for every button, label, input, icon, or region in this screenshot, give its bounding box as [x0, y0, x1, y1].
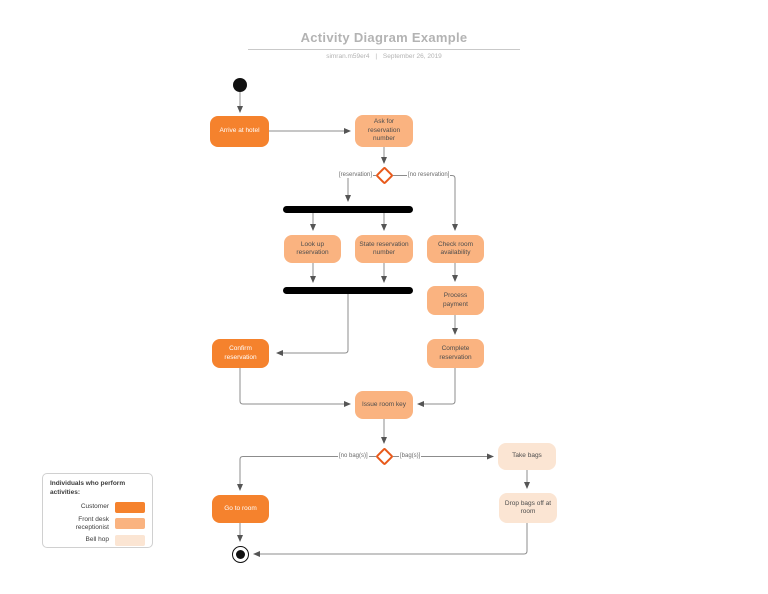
node-label: State reservation number [359, 240, 409, 256]
byline: simran.m59er4 | September 26, 2019 [248, 53, 520, 60]
branch-label-bags: [bag(s)] [399, 453, 422, 459]
node-ask-for-reservation-number[interactable]: Ask for reservation number [355, 115, 413, 147]
end-node[interactable] [232, 546, 249, 563]
node-process-payment[interactable]: Process payment [427, 286, 484, 315]
diagram-header: Activity Diagram Example simran.m59er4 |… [248, 30, 520, 60]
node-take-bags[interactable]: Take bags [498, 443, 556, 470]
node-label: Arrive at hotel [219, 127, 260, 135]
join-bar[interactable] [283, 287, 413, 294]
decision-bags-diamond[interactable] [375, 447, 394, 466]
node-label: Drop bags off at room [504, 499, 552, 515]
legend-label: Bell hop [85, 536, 110, 544]
byline-date: September 26, 2019 [382, 53, 442, 60]
page-title: Activity Diagram Example [248, 30, 520, 50]
legend-swatch-customer [115, 501, 145, 513]
node-label: Confirm reservation [224, 345, 257, 361]
end-node-dot [236, 550, 245, 559]
legend-item-bell-hop: Bell hop [50, 534, 145, 546]
node-label: Go to room [224, 504, 257, 512]
node-confirm-reservation[interactable]: Confirm reservation [212, 339, 269, 368]
branch-label-reservation: [reservation] [338, 172, 374, 178]
node-state-reservation-number[interactable]: State reservation number [355, 235, 413, 263]
branch-label-no-bags: [no bag(s)] [338, 453, 369, 459]
legend-swatch-front-desk [115, 518, 145, 530]
byline-separator: | [375, 53, 378, 60]
fork-bar[interactable] [283, 206, 413, 213]
node-label: Ask for reservation number [367, 118, 401, 143]
node-complete-reservation[interactable]: Complete reservation [427, 339, 484, 368]
node-label: Take bags [512, 452, 542, 460]
legend-title: Individuals who perform activities: [50, 480, 126, 496]
node-drop-bags-off-at-room[interactable]: Drop bags off at room [499, 493, 557, 523]
legend-item-front-desk-receptionist: Front desk receptionist [50, 516, 145, 532]
node-arrive-at-hotel[interactable]: Arrive at hotel [210, 116, 269, 147]
branch-label-no-reservation: [no reservation] [407, 172, 451, 178]
legend-box: Individuals who perform activities: Cust… [42, 473, 153, 548]
legend-item-customer: Customer [50, 501, 145, 513]
node-look-up-reservation[interactable]: Look up reservation [284, 235, 341, 263]
byline-author: simran.m59er4 [326, 53, 370, 60]
decision-reservation-diamond[interactable] [375, 166, 394, 185]
node-go-to-room[interactable]: Go to room [212, 495, 269, 523]
node-label: Issue room key [361, 400, 407, 408]
node-label: Process payment [443, 292, 468, 308]
node-label: Complete reservation [439, 345, 472, 361]
legend-label: Customer [80, 502, 109, 510]
start-node[interactable] [233, 78, 247, 92]
legend-swatch-bell-hop [115, 534, 145, 546]
node-label: Look up reservation [296, 240, 329, 256]
node-check-room-availability[interactable]: Check room availability [427, 235, 484, 263]
node-label: Check room availability [437, 240, 474, 256]
legend-label: Front desk receptionist [75, 515, 109, 531]
node-issue-room-key[interactable]: Issue room key [355, 391, 413, 419]
